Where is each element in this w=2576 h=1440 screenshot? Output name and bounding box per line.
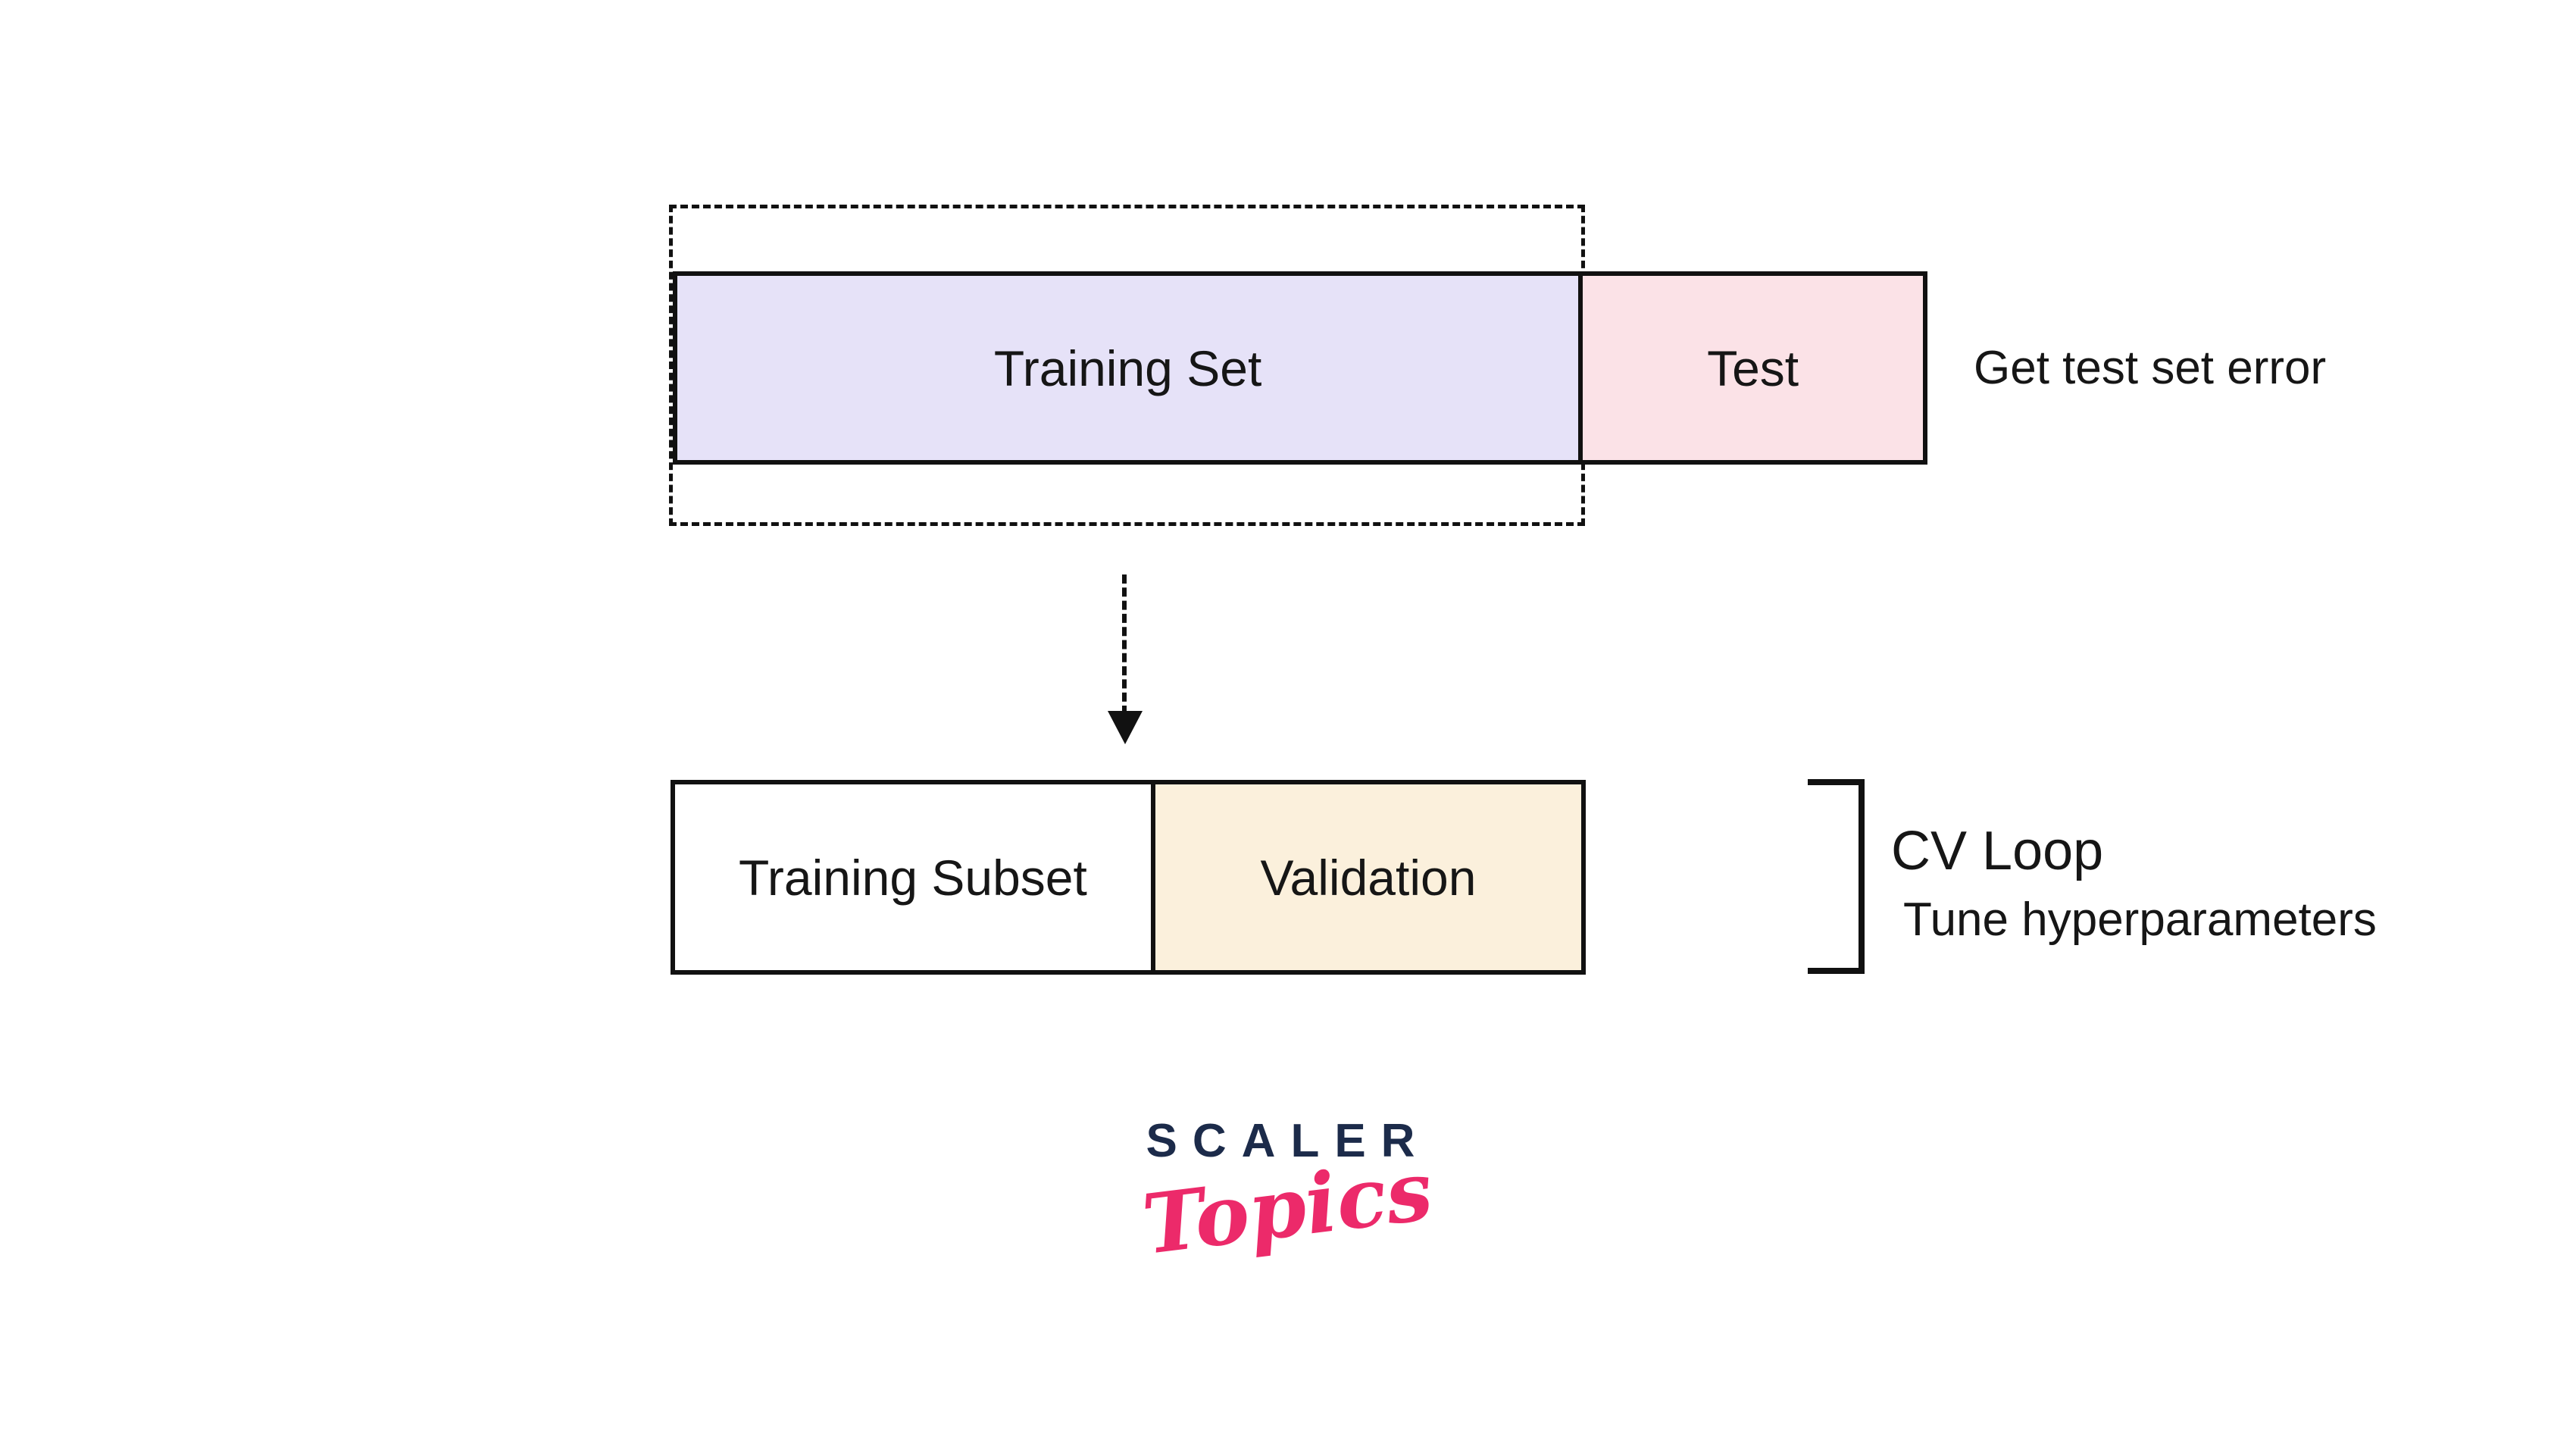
validation-label: Validation [1260, 849, 1477, 906]
logo-brand-text: SCALER [1146, 1115, 1430, 1167]
split-arrow-head-icon [1108, 711, 1143, 744]
split-arrow-line [1122, 574, 1127, 715]
training-subset-box: Training Subset [675, 784, 1155, 970]
test-set-box: Test [1583, 276, 1923, 460]
cv-loop-title: CV Loop [1891, 821, 2104, 881]
test-set-label: Test [1707, 340, 1799, 396]
cv-loop-subtitle: Tune hyperparameters [1903, 894, 2377, 946]
test-error-annotation: Get test set error [1974, 342, 2327, 394]
train-test-split-bar: Training Set Test [673, 271, 1927, 465]
subset-validation-split-bar: Training Subset Validation [671, 780, 1586, 975]
training-subset-label: Training Subset [739, 849, 1087, 906]
validation-box: Validation [1155, 784, 1581, 970]
training-set-box: Training Set [677, 276, 1583, 460]
cv-loop-bracket [1808, 779, 1865, 974]
scaler-topics-logo: SCALER Topics [1099, 1114, 1477, 1273]
training-set-label: Training Set [993, 340, 1262, 396]
